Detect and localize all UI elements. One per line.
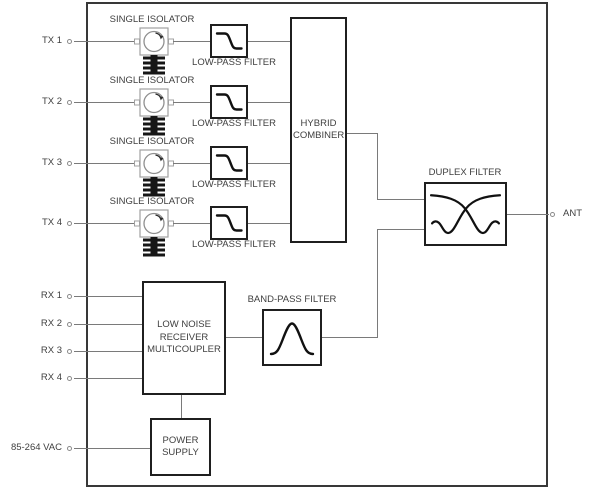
bandpass-response-icon (269, 322, 315, 356)
wire-rx1-in (74, 296, 142, 297)
rx4-port-label: RX 4 (40, 372, 62, 383)
circulator-isolator-icon (134, 26, 174, 74)
lowpass-filter-3-box (210, 146, 248, 180)
wire-lpf2-combiner (248, 102, 290, 103)
rx2-terminal (67, 321, 72, 327)
wire-iso1-lpf1 (173, 41, 210, 42)
rx3-terminal (67, 348, 72, 354)
wire-bpf-up (377, 229, 378, 338)
rx3-port-label: RX 3 (40, 345, 62, 356)
tx1-port-label: TX 1 (41, 35, 62, 46)
equipment-enclosure-outline (86, 2, 548, 487)
rx1-terminal (67, 293, 72, 299)
wire-rx4-in (74, 378, 142, 379)
lowpass-response-icon (215, 214, 243, 232)
termination-load-icon (143, 236, 165, 256)
wire-multicoupler-psu (181, 395, 182, 418)
tx3-isolator-label: SINGLE ISOLATOR (109, 136, 195, 147)
duplex-filter-box (424, 182, 507, 246)
rx1-port-label: RX 1 (40, 290, 62, 301)
wire-combiner-down (377, 133, 378, 199)
bandpass-filter-label: BAND-PASS FILTER (247, 294, 337, 305)
circulator-isolator-icon (134, 87, 174, 135)
wire-to-duplex-rx (377, 229, 424, 230)
wire-combiner-out (347, 133, 378, 134)
tx2-port-label: TX 2 (41, 96, 62, 107)
termination-load-icon (143, 115, 165, 135)
wire-rx3-in (74, 351, 142, 352)
wire-lpf3-combiner (248, 163, 290, 164)
wire-lpf4-combiner (248, 223, 290, 224)
ant-port-label: ANT (563, 208, 582, 219)
multicoupler-box: LOW NOISE RECEIVER MULTICOUPLER (142, 281, 226, 395)
lowpass-response-icon (215, 32, 243, 50)
wire-duplex-ant (507, 214, 549, 215)
tx4-port-label: TX 4 (41, 217, 62, 228)
wire-iso4-lpf4 (173, 223, 210, 224)
duplex-response-icon (429, 194, 502, 235)
lowpass-filter-2-label: LOW-PASS FILTER (192, 118, 276, 129)
lowpass-filter-1-box (210, 24, 248, 58)
circulator-isolator-icon (134, 208, 174, 256)
tx4-terminal (67, 220, 72, 226)
lowpass-filter-1-label: LOW-PASS FILTER (192, 57, 276, 68)
rx2-port-label: RX 2 (40, 318, 62, 329)
lowpass-filter-2-box (210, 85, 248, 119)
lowpass-response-icon (215, 93, 243, 111)
wire-multicoupler-bpf (226, 337, 262, 338)
circulator-isolator-icon (134, 148, 174, 196)
tx1-isolator-label: SINGLE ISOLATOR (109, 14, 195, 25)
tx4-isolator-label: SINGLE ISOLATOR (109, 196, 195, 207)
wire-tx4-in (74, 223, 135, 224)
lowpass-filter-4-label: LOW-PASS FILTER (192, 239, 276, 250)
wire-iso2-lpf2 (173, 102, 210, 103)
bandpass-filter-box (262, 309, 322, 366)
wire-bpf-out (322, 337, 378, 338)
power-supply-label: POWER SUPPLY (162, 434, 199, 459)
power-supply-box: POWER SUPPLY (150, 418, 211, 476)
duplex-filter-label: DUPLEX FILTER (428, 167, 502, 178)
wire-iso3-lpf3 (173, 163, 210, 164)
tx3-port-label: TX 3 (41, 157, 62, 168)
rx4-terminal (67, 375, 72, 381)
tx1-terminal (67, 38, 72, 44)
wire-tx2-in (74, 102, 135, 103)
wire-rx2-in (74, 324, 142, 325)
wire-tx1-in (74, 41, 135, 42)
tx2-isolator-label: SINGLE ISOLATOR (109, 75, 195, 86)
termination-load-icon (143, 54, 165, 74)
tx3-terminal (67, 160, 72, 166)
wire-ac-psu (74, 448, 150, 449)
hybrid-combiner-box: HYBRID COMBINER (290, 17, 347, 243)
lowpass-response-icon (215, 154, 243, 172)
termination-load-icon (143, 176, 165, 196)
multicoupler-label: LOW NOISE RECEIVER MULTICOUPLER (147, 319, 221, 356)
ant-terminal (550, 211, 555, 217)
ac-input-label: 85-264 VAC (10, 442, 62, 453)
wire-to-duplex-tx (377, 199, 424, 200)
tx2-terminal (67, 99, 72, 105)
ac-input-terminal (67, 445, 72, 451)
wire-tx3-in (74, 163, 135, 164)
lowpass-filter-3-label: LOW-PASS FILTER (192, 179, 276, 190)
wire-lpf1-combiner (248, 41, 290, 42)
lowpass-filter-4-box (210, 206, 248, 240)
hybrid-combiner-label: HYBRID COMBINER (293, 117, 345, 142)
